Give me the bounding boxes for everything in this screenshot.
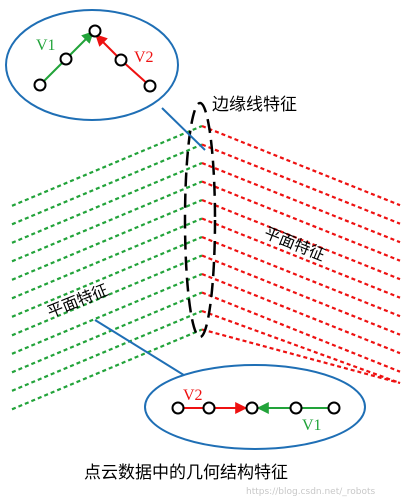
plane-feature-right-label: 平面特征 (262, 223, 328, 265)
green-scanline (11, 291, 203, 374)
red-scanline (201, 124, 401, 207)
top-v1-label: V1 (36, 37, 56, 54)
bottom-callout-pointer (94, 319, 196, 383)
green-scanline (11, 198, 203, 281)
point-node (327, 401, 341, 415)
green-scanline (11, 254, 203, 337)
red-scanline (201, 198, 401, 281)
green-scanline (11, 272, 203, 355)
edge-feature-label: 边缘线特征 (212, 95, 297, 115)
point-node (88, 24, 102, 38)
top-callout: V1 V2 (5, 9, 179, 121)
red-scanline (201, 143, 401, 225)
red-scanline (201, 235, 401, 318)
red-scanline (201, 328, 401, 385)
point-node (289, 401, 303, 415)
plane-feature-left-label: 平面特征 (44, 280, 110, 322)
edge-region-ellipse (183, 101, 217, 339)
red-scanline (201, 272, 401, 355)
green-scanline (11, 143, 203, 226)
point-node (143, 79, 157, 93)
red-scanline (201, 254, 401, 336)
red-scanline (201, 309, 401, 385)
bottom-callout: V2 V1 (144, 364, 366, 450)
bottom-v1-label: V1 (302, 417, 322, 434)
green-scanline (11, 217, 203, 300)
red-scanline (201, 161, 401, 244)
bottom-v2-label: V2 (183, 387, 203, 404)
point-node (245, 401, 259, 415)
red-plane-scanlines (201, 124, 401, 385)
point-node (59, 52, 73, 66)
top-v2-label: V2 (134, 49, 154, 66)
red-scanline (201, 291, 401, 373)
point-node (114, 53, 128, 67)
green-scanline (11, 161, 203, 244)
point-node (171, 401, 185, 415)
green-plane-scanlines (11, 124, 203, 411)
point-node (33, 78, 47, 92)
red-scanline (201, 180, 401, 262)
green-scanline (11, 235, 203, 318)
red-scanline (201, 217, 401, 299)
watermark: https://blog.csdn.net/_robots (246, 487, 376, 497)
green-scanline (11, 309, 203, 392)
top-callout-ellipse (5, 9, 179, 121)
green-scanline (11, 124, 203, 207)
caption: 点云数据中的几何结构特征 (84, 463, 288, 483)
green-scanline (11, 180, 203, 263)
green-scanline (11, 328, 203, 411)
top-callout-pointer (161, 107, 206, 151)
point-node (202, 401, 216, 415)
